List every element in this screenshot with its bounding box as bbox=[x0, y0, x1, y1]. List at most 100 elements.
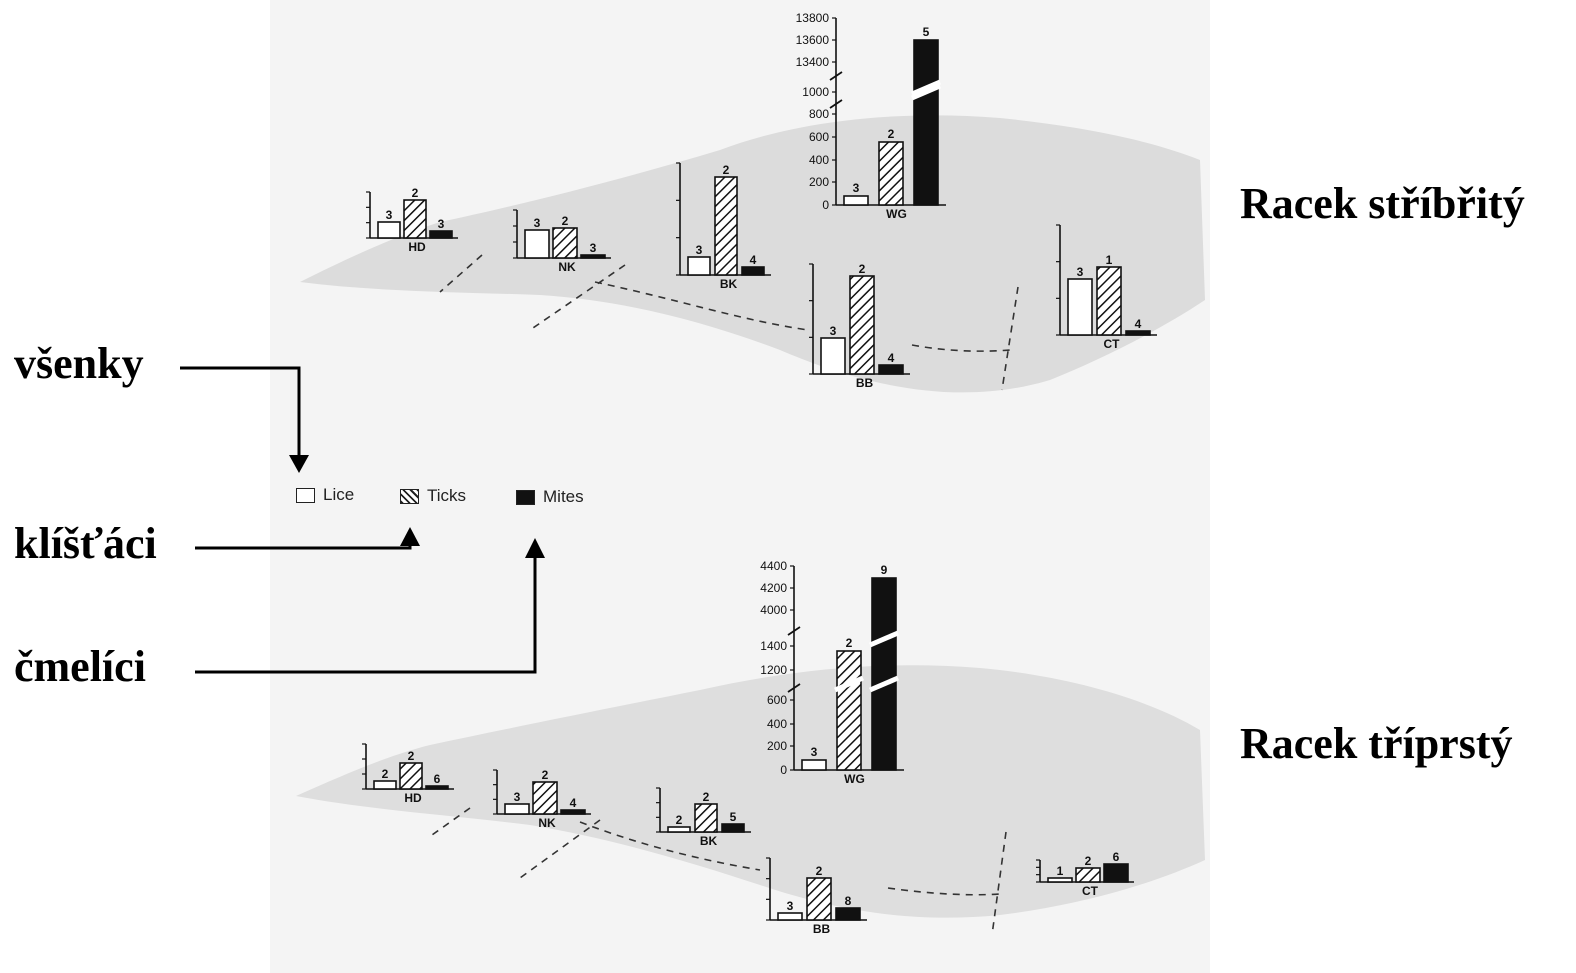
bottom-wg-bar-break-mites-1 bbox=[869, 675, 899, 693]
top-wg-tick-label: 13800 bbox=[796, 11, 830, 25]
legend-mites: Mites bbox=[516, 487, 584, 507]
top-wg-bar-mites bbox=[913, 39, 939, 206]
bottom-wg-label-lice: 3 bbox=[811, 745, 818, 759]
bottom-hd-label-lice: 2 bbox=[382, 767, 389, 781]
divider-lines-bottom bbox=[431, 807, 1007, 936]
top-wg-label-lice: 3 bbox=[853, 181, 860, 195]
bottom-bb-label-mites: 8 bbox=[845, 894, 852, 908]
bottom-ct-bar-lice bbox=[1047, 877, 1073, 883]
bottom-bb-bar-lice bbox=[777, 912, 803, 921]
top-hd-label-mites: 3 bbox=[438, 217, 445, 231]
top-bb-label-lice: 3 bbox=[830, 324, 837, 338]
top-bb-label-ticks: 2 bbox=[859, 262, 866, 276]
bottom-hd-bar-lice bbox=[373, 780, 397, 790]
divider-lines-top bbox=[439, 254, 1019, 391]
bottom-ct-label-lice: 1 bbox=[1057, 864, 1064, 878]
top-ct-label-mites: 4 bbox=[1135, 317, 1142, 331]
bottom-bk-label-lice: 2 bbox=[676, 813, 683, 827]
top-bk-category: BK bbox=[720, 277, 738, 291]
bottom-nk-bar-mites bbox=[560, 809, 586, 815]
bottom-bk-category: BK bbox=[700, 834, 718, 848]
top-nk-bar-mites bbox=[580, 254, 606, 259]
top-hd-bar-lice bbox=[377, 221, 401, 239]
top-wg-label-mites: 5 bbox=[923, 25, 930, 39]
bottom-bk-bar-mites bbox=[721, 823, 745, 833]
top-nk-bar-ticks bbox=[552, 227, 578, 259]
bottom-wg-tick-label: 600 bbox=[767, 693, 787, 707]
top-wg-tick-label: 600 bbox=[809, 130, 829, 144]
bottom-wg-tick-label: 1200 bbox=[760, 663, 787, 677]
top-wg-tick-label: 200 bbox=[809, 175, 829, 189]
bottom-nk-label-lice: 3 bbox=[514, 790, 521, 804]
bottom-wg-tick-label: 4200 bbox=[760, 581, 787, 595]
top-wg-tick-label: 13400 bbox=[796, 55, 830, 69]
chart-bottom-ct: 1 2 6CT bbox=[1036, 850, 1134, 898]
bottom-nk-category: NK bbox=[538, 816, 556, 830]
chart-bottom-bk: 2 2 5BK bbox=[656, 787, 751, 848]
bottom-wg-axis-break-1 bbox=[787, 683, 801, 693]
top-wg-bar-break-mites-1 bbox=[911, 83, 941, 101]
bottom-ct-label-mites: 6 bbox=[1113, 850, 1120, 864]
legend-lice: Lice bbox=[296, 485, 354, 505]
bottom-ct-bar-ticks bbox=[1075, 867, 1101, 883]
top-bk-bar-mites bbox=[741, 266, 765, 276]
arrowhead-vsenky bbox=[289, 455, 309, 473]
top-hd-bar-ticks bbox=[403, 199, 427, 239]
bottom-hd-label-ticks: 2 bbox=[408, 749, 415, 763]
bottom-bk-label-mites: 5 bbox=[730, 810, 737, 824]
top-nk-label-mites: 3 bbox=[590, 241, 597, 255]
top-wg-tick-label: 0 bbox=[822, 198, 829, 212]
bottom-wg-bar-break-ticks-1 bbox=[834, 675, 864, 693]
top-wg-bar-lice bbox=[843, 195, 869, 206]
bottom-hd-bar-ticks bbox=[399, 762, 423, 790]
bottom-wg-bar-lice bbox=[801, 759, 827, 771]
top-wg-axis-break-0 bbox=[829, 71, 843, 81]
bottom-bk-bar-ticks bbox=[694, 803, 718, 833]
bottom-bk-bar-lice bbox=[667, 826, 691, 833]
bottom-nk-bar-lice bbox=[504, 803, 530, 815]
top-bb-label-mites: 4 bbox=[888, 351, 895, 365]
bottom-wg-bar-mites bbox=[871, 577, 897, 771]
bottom-wg-tick-label: 200 bbox=[767, 739, 787, 753]
bottom-bb-label-lice: 3 bbox=[787, 899, 794, 913]
bottom-ct-category: CT bbox=[1082, 884, 1099, 898]
arrowhead-cmelici bbox=[525, 538, 545, 558]
bottom-wg-tick-label: 0 bbox=[780, 763, 787, 777]
top-bb-bar-mites bbox=[878, 364, 904, 375]
bottom-hd-bar-mites bbox=[425, 785, 449, 790]
bottom-wg-tick-label: 4000 bbox=[760, 603, 787, 617]
top-nk-bar-lice bbox=[524, 229, 550, 259]
top-bb-category: BB bbox=[856, 376, 874, 390]
gull-silhouette-bottom bbox=[296, 665, 1205, 918]
top-bk-label-lice: 3 bbox=[696, 243, 703, 257]
top-wg-tick-label: 800 bbox=[809, 107, 829, 121]
top-bk-label-ticks: 2 bbox=[723, 163, 730, 177]
top-hd-bar-mites bbox=[429, 230, 453, 239]
bottom-bk-label-ticks: 2 bbox=[703, 790, 710, 804]
top-nk-category: NK bbox=[558, 260, 576, 274]
arrow-vsenky bbox=[180, 366, 301, 458]
top-wg-category: WG bbox=[886, 207, 907, 221]
legend-mites-swatch bbox=[516, 489, 535, 505]
bottom-bb-category: BB bbox=[813, 922, 831, 936]
bottom-wg-bar-ticks bbox=[836, 650, 862, 771]
bottom-wg-label-mites: 9 bbox=[881, 563, 888, 577]
bottom-ct-label-ticks: 2 bbox=[1085, 854, 1092, 868]
chart-top-bb: 3 2 4BB bbox=[809, 262, 910, 390]
arrow-heads bbox=[289, 455, 545, 558]
top-wg-label-ticks: 2 bbox=[888, 127, 895, 141]
top-ct-label-ticks: 1 bbox=[1106, 253, 1113, 267]
bottom-wg-tick-label: 1400 bbox=[760, 639, 787, 653]
bottom-wg-axis-break-0 bbox=[787, 626, 801, 636]
bottom-wg-category: WG bbox=[844, 772, 865, 786]
